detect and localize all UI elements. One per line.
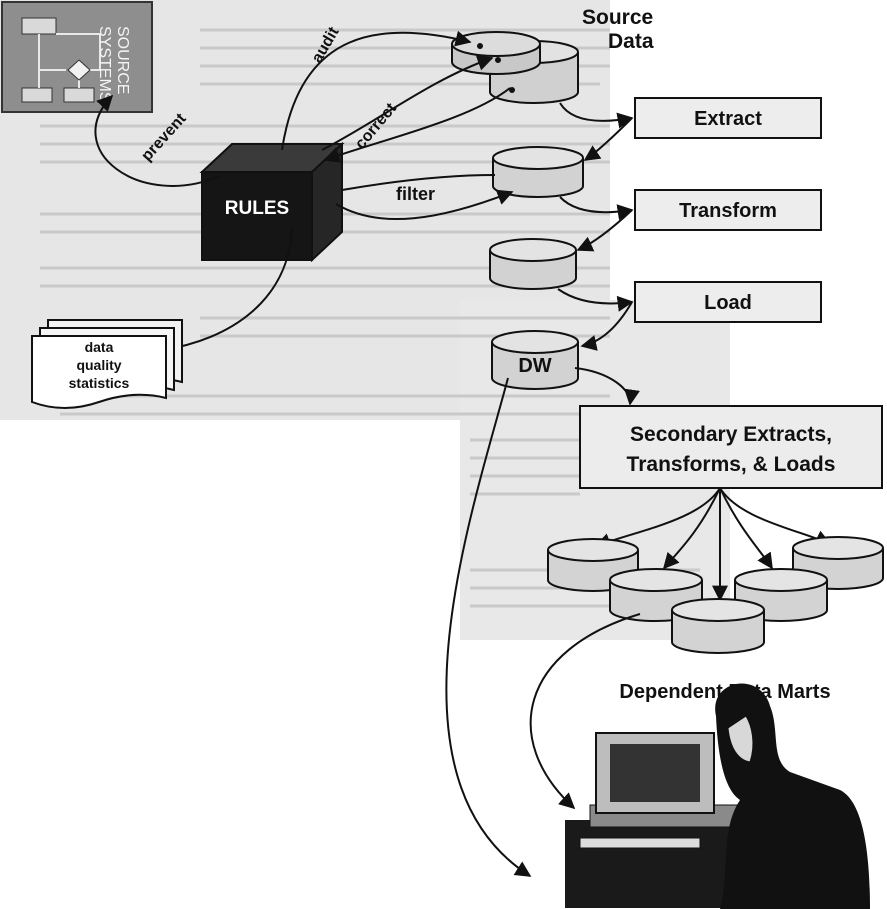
staging-cylinder-2 <box>489 238 577 290</box>
user-access-arrows <box>445 377 641 877</box>
transform-label: Transform <box>679 200 777 222</box>
stats-line-3: statistics <box>69 375 130 391</box>
data-quality-statistics: data quality statistics <box>31 319 183 409</box>
mart-cylinder-5 <box>792 536 884 590</box>
secondary-line-1: Secondary Extracts, <box>630 423 832 446</box>
rules-cube: RULES <box>199 141 345 263</box>
secondary-line-2: Transforms, & Loads <box>627 453 836 476</box>
rule-action-arrows <box>94 30 514 356</box>
dw-cylinder: DW <box>491 330 579 390</box>
secondary-etl-box: Secondary Extracts, Transforms, & Loads <box>579 405 883 489</box>
rules-label: RULES <box>225 198 289 219</box>
audit-arrow <box>281 30 472 151</box>
stats-line-2: quality <box>76 357 121 373</box>
extract-box: Extract <box>634 97 822 139</box>
etl-flow-arrows <box>557 102 634 351</box>
mart-cylinder-3 <box>671 598 765 654</box>
dw-label: DW <box>518 355 551 377</box>
filter-label: filter <box>396 184 435 204</box>
source-data-cylinder-front <box>451 31 541 93</box>
transform-box: Transform <box>634 189 822 231</box>
source-data-title-2: Data <box>608 30 654 53</box>
load-box: Load <box>634 281 822 323</box>
staging-cylinder-1 <box>492 146 584 198</box>
filter-arrow <box>335 189 514 221</box>
stats-line-1: data <box>85 339 114 355</box>
source-systems-box: SOURCE SYSTEMS <box>1 1 153 113</box>
extract-label: Extract <box>694 108 762 130</box>
end-user-workstation-illustration <box>565 683 870 909</box>
load-label: Load <box>704 292 752 314</box>
correct-arrow <box>321 55 494 151</box>
prevent-arrow <box>94 94 221 187</box>
dw-to-secondary-arrow <box>574 367 640 406</box>
stats-arrow <box>160 225 293 356</box>
source-systems-label-1: SOURCE <box>114 26 131 94</box>
source-systems-label-2: SYSTEMS <box>96 26 113 102</box>
source-data-title-1: Source <box>582 6 653 29</box>
mart-cylinder-2 <box>609 568 703 622</box>
